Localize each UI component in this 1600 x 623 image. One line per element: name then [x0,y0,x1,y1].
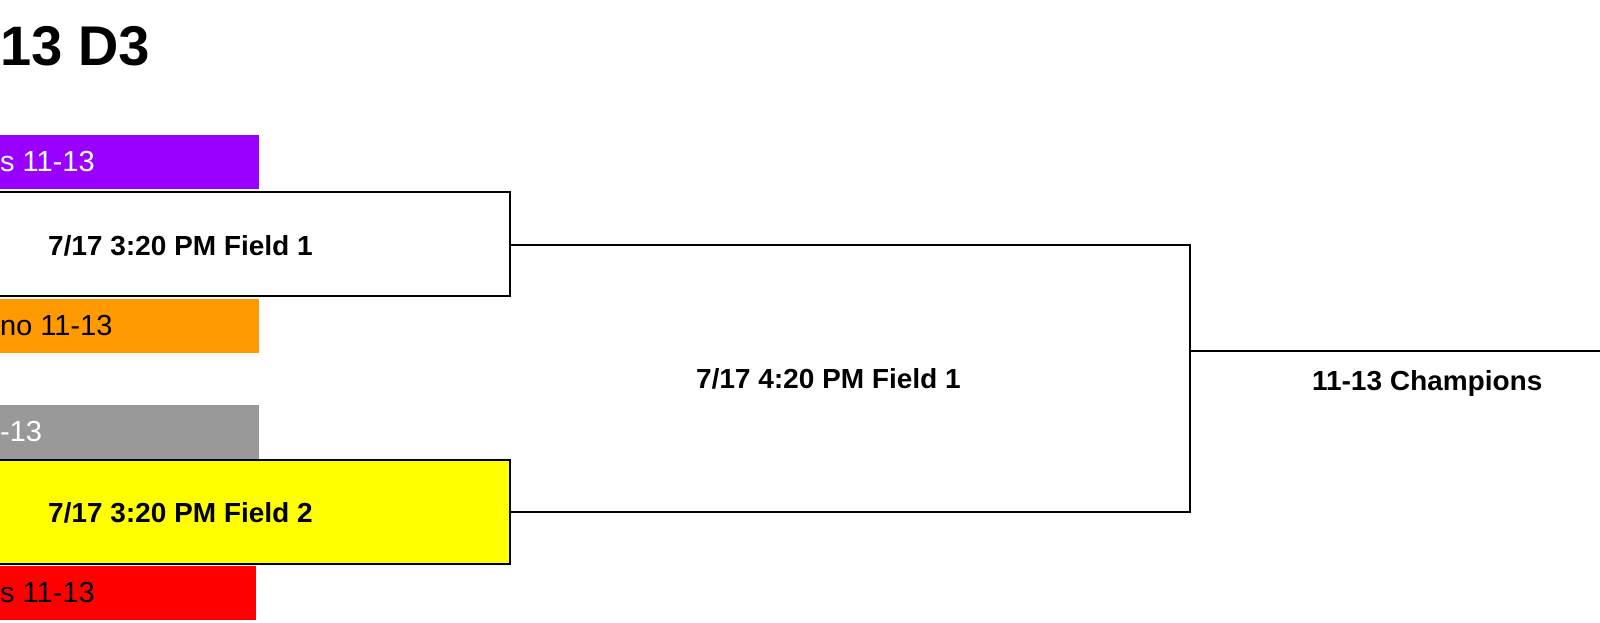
champion-label: 11-13 Champions [1312,365,1543,396]
team-slot-2: no 11-13 [0,299,259,353]
semifinal-2-label: 7/17 3:20 PM Field 2 [48,497,313,528]
team-slot-3: -13 [0,405,259,459]
final-game-label: 7/17 4:20 PM Field 1 [696,363,961,394]
champion-line [1191,350,1600,352]
connector-semifinal-1 [511,244,1191,246]
team-slot-1: s 11-13 [0,135,259,189]
final-bracket-line [1189,244,1191,513]
semifinal-1-label: 7/17 3:20 PM Field 1 [48,230,313,261]
bracket-title: 13 D3 [0,14,150,77]
semifinal-2-game-box [0,459,511,565]
semifinal-1-game-box [0,191,511,297]
team-slot-4: s 11-13 [0,566,256,620]
connector-semifinal-2 [511,511,1191,513]
